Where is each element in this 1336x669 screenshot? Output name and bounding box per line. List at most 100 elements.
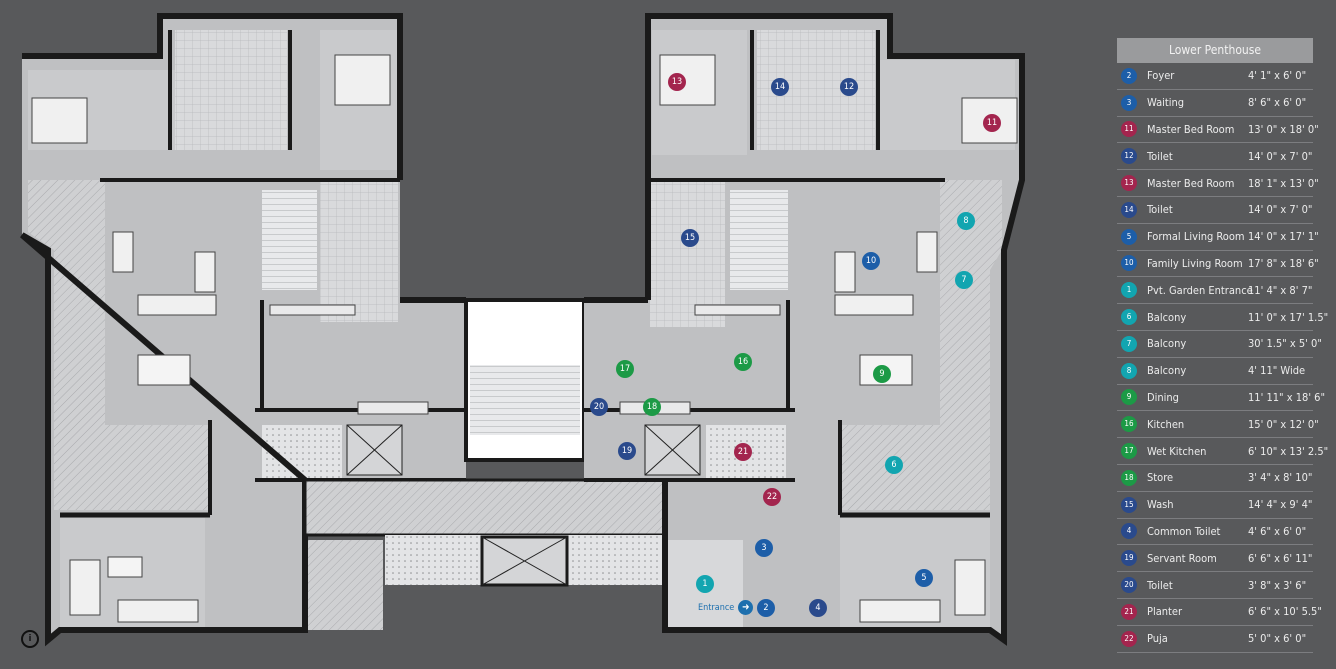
legend-room-name: Family Living Room: [1147, 256, 1243, 270]
entrance-text: Entrance: [698, 602, 735, 613]
legend-room-size: 4' 6" x 6' 0": [1248, 524, 1307, 538]
room-marker-14: 14: [771, 78, 789, 96]
room-marker-6: 6: [885, 456, 903, 474]
room-marker-22: 22: [763, 488, 781, 506]
legend-room-name: Formal Living Room: [1147, 230, 1245, 244]
legend-row: 18 Store 3' 4" x 8' 10": [1117, 465, 1313, 492]
legend-row: 15 Wash 14' 4" x 9' 4": [1117, 492, 1313, 519]
room-marker-21: 21: [734, 443, 752, 461]
legend-room-name: Balcony: [1147, 337, 1187, 351]
legend-room-name: Planter: [1147, 605, 1183, 619]
left-wing: [20, 13, 466, 647]
legend-row: 17 Wet Kitchen 6' 10" x 13' 2.5": [1117, 438, 1328, 465]
legend-badge: 7: [1121, 335, 1137, 352]
entrance-label: Entrance ➜: [698, 600, 754, 615]
center-core: [303, 298, 670, 587]
room-marker-9: 9: [873, 365, 891, 383]
legend-badge: 11: [1121, 121, 1137, 138]
legend-room-name: Store: [1147, 471, 1174, 485]
legend-badge: 15: [1121, 496, 1137, 513]
room-marker-12: 12: [840, 78, 858, 96]
legend-room-name: Master Bed Room: [1147, 122, 1235, 136]
legend-row: 21 Planter 6' 6" x 10' 5.5": [1117, 599, 1322, 626]
legend-badge: 6: [1121, 309, 1137, 326]
room-marker-18: 18: [643, 398, 661, 416]
info-icon[interactable]: i: [21, 630, 39, 648]
legend-badge: 19: [1121, 550, 1137, 567]
legend-room-name: Waiting: [1147, 96, 1185, 110]
arrow-right-icon: ➜: [738, 600, 754, 615]
legend-badge: 5: [1121, 228, 1137, 245]
legend-badge: 22: [1121, 630, 1137, 647]
legend-room-name: Wash: [1147, 498, 1174, 512]
legend-room-size: 14' 0" x 17' 1": [1248, 230, 1319, 244]
legend-badge: 9: [1121, 389, 1137, 406]
legend-room-name: Toilet: [1147, 149, 1173, 163]
legend-row: 8 Balcony 4' 11" Wide: [1117, 358, 1313, 385]
legend-room-size: 3' 8" x 3' 6": [1248, 578, 1307, 592]
legend-room-size: 3' 4" x 8' 10": [1248, 471, 1313, 485]
legend-room-size: 11' 0" x 17' 1.5": [1248, 310, 1329, 324]
legend-room-name: Toilet: [1147, 203, 1173, 217]
legend-title: Lower Penthouse: [1117, 38, 1313, 63]
legend-room-name: Puja: [1147, 632, 1168, 646]
room-marker-13: 13: [668, 73, 686, 91]
legend-room-size: 14' 4" x 9' 4": [1248, 498, 1313, 512]
room-marker-5: 5: [915, 569, 933, 587]
legend-badge: 8: [1121, 362, 1137, 379]
room-marker-16: 16: [734, 353, 752, 371]
legend-row: 11 Master Bed Room 13' 0" x 18' 0": [1117, 117, 1319, 144]
room-marker-4: 4: [809, 599, 827, 617]
legend-room-size: 6' 10" x 13' 2.5": [1248, 444, 1329, 458]
legend-row: 20 Toilet 3' 8" x 3' 6": [1117, 572, 1313, 599]
legend-row: 6 Balcony 11' 0" x 17' 1.5": [1117, 304, 1328, 331]
legend-room-size: 18' 1" x 13' 0": [1248, 176, 1319, 190]
room-marker-3: 3: [755, 539, 773, 557]
legend-row: 12 Toilet 14' 0" x 7' 0": [1117, 143, 1313, 171]
legend-room-name: Pvt. Garden Entrance: [1147, 283, 1253, 297]
room-marker-11: 11: [983, 114, 1001, 132]
legend-room-name: Toilet: [1147, 578, 1173, 592]
room-marker-15: 15: [681, 229, 699, 247]
legend-room-size: 4' 1" x 6' 0": [1248, 69, 1307, 83]
legend-room-size: 4' 11" Wide: [1248, 364, 1306, 378]
room-marker-2: 2: [757, 599, 775, 617]
legend-badge: 21: [1121, 603, 1137, 620]
legend-room-name: Balcony: [1147, 364, 1187, 378]
legend-room-size: 13' 0" x 18' 0": [1248, 122, 1319, 136]
legend-badge: 17: [1121, 443, 1137, 460]
room-marker-8: 8: [957, 212, 975, 230]
legend-room-size: 14' 0" x 7' 0": [1248, 149, 1313, 163]
legend-row: 4 Common Toilet 4' 6" x 6' 0": [1117, 519, 1313, 546]
right-wing: [584, 13, 1025, 646]
legend-room-name: Common Toilet: [1147, 524, 1221, 538]
legend-badge: 10: [1121, 255, 1137, 272]
legend-badge: 18: [1121, 469, 1137, 486]
legend-room-size: 6' 6" x 6' 11": [1248, 551, 1313, 565]
room-marker-20: 20: [590, 398, 608, 416]
legend-room-size: 11' 4" x 8' 7": [1248, 283, 1313, 297]
legend-badge: 4: [1121, 523, 1137, 540]
legend-room-size: 6' 6" x 10' 5.5": [1248, 605, 1322, 619]
legend-room-size: 15' 0" x 12' 0": [1248, 417, 1319, 431]
legend-room-name: Wet Kitchen: [1147, 444, 1207, 458]
legend-room-name: Dining: [1147, 390, 1179, 404]
legend-badge: 20: [1121, 577, 1137, 594]
legend-room-size: 14' 0" x 7' 0": [1248, 203, 1313, 217]
legend-badge: 1: [1121, 282, 1137, 299]
legend-room-name: Master Bed Room: [1147, 176, 1235, 190]
legend-badge: 2: [1121, 67, 1137, 84]
legend-room-name: Balcony: [1147, 310, 1187, 324]
legend-badge: 12: [1121, 148, 1137, 165]
room-marker-17: 17: [616, 360, 634, 378]
